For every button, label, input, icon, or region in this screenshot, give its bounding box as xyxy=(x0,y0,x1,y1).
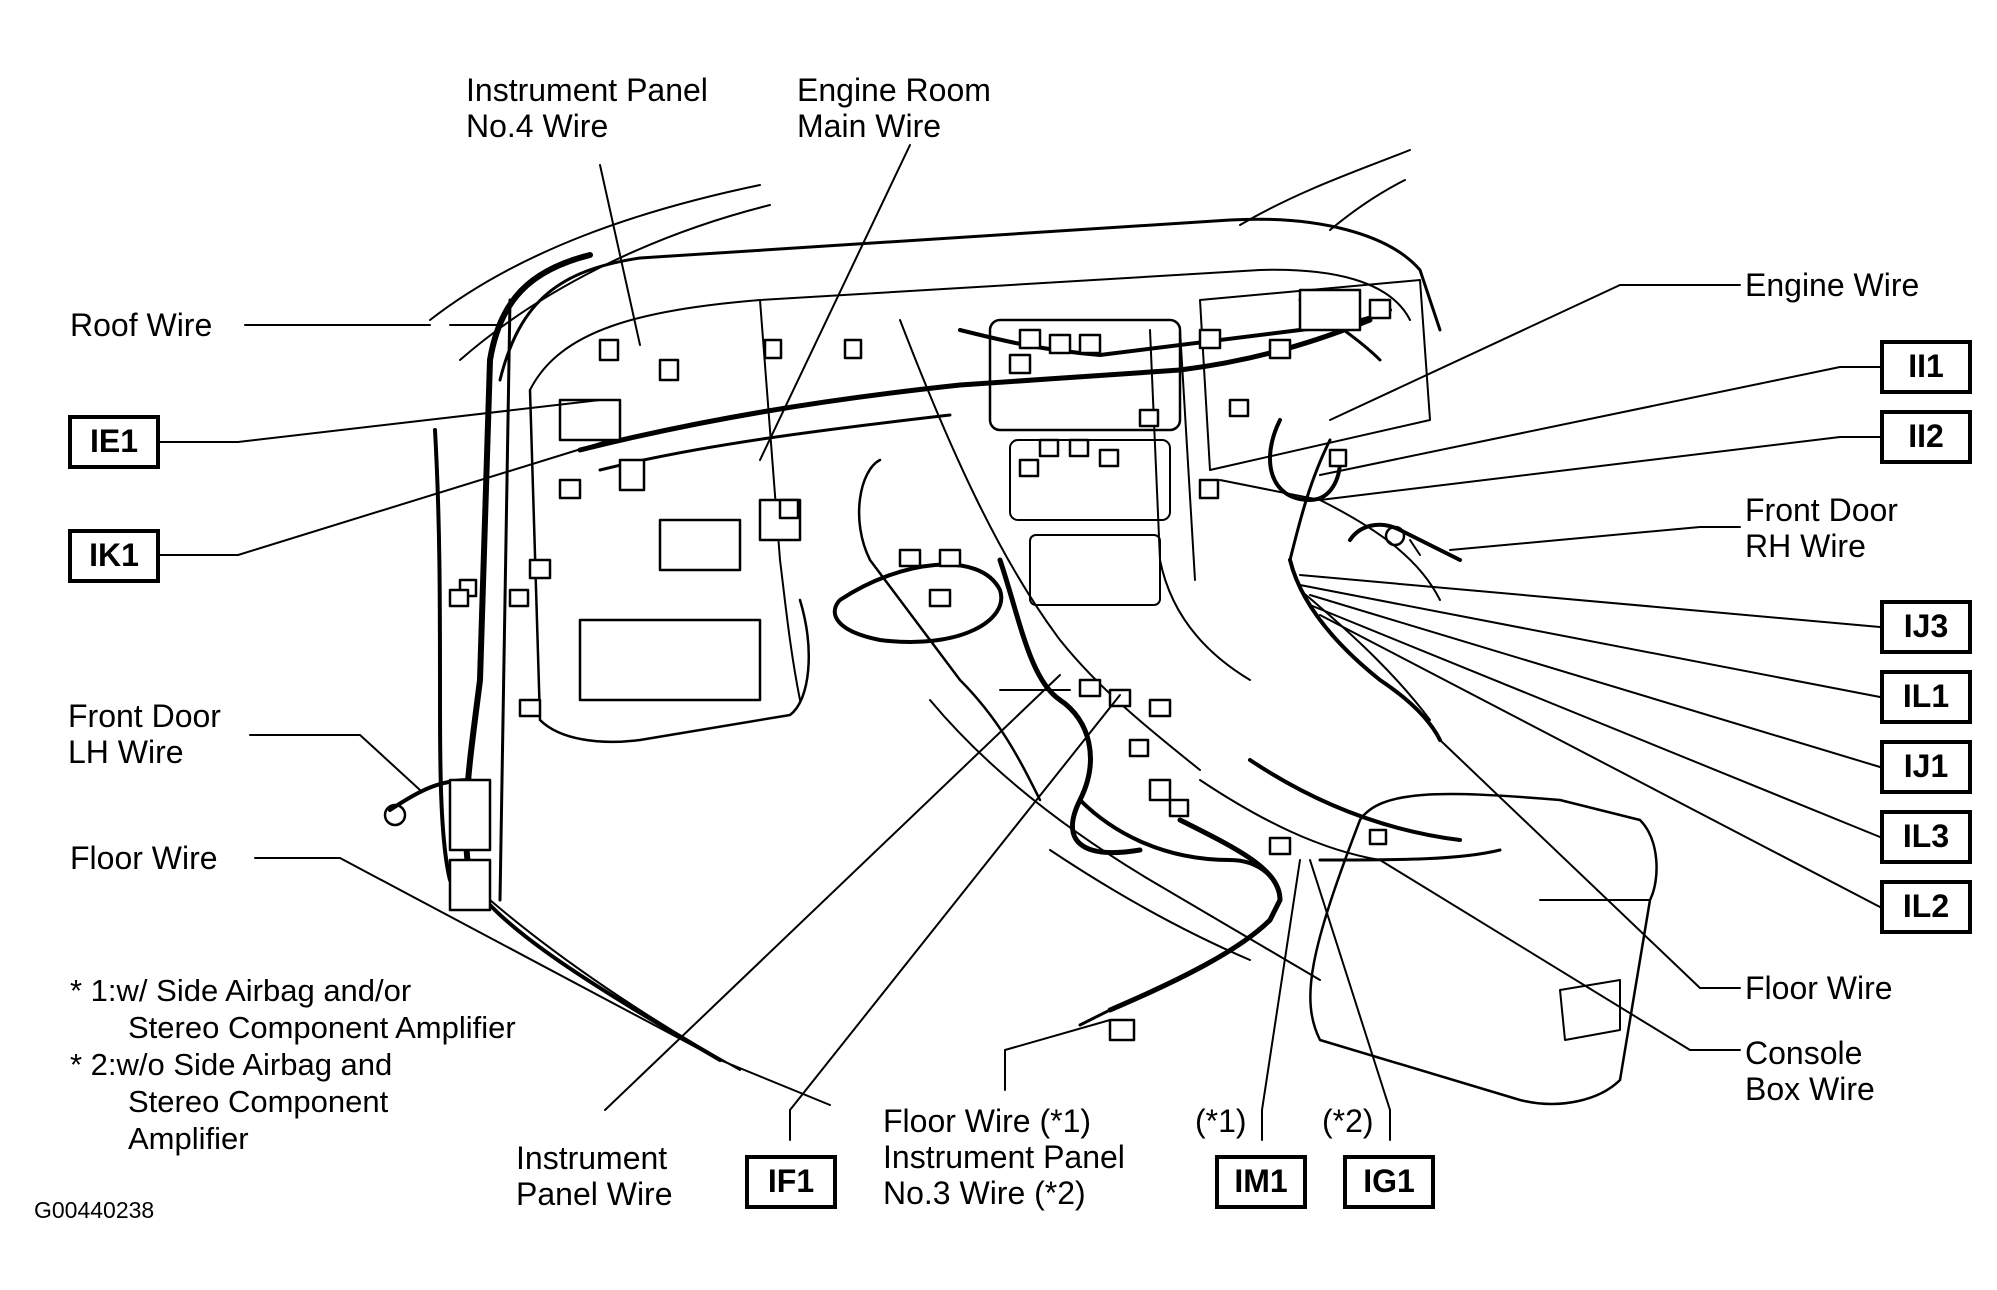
dashboard-outline xyxy=(498,217,1442,382)
footnote-2-line-3: Amplifier xyxy=(128,1121,249,1156)
connector-im1: IM1 xyxy=(1215,1155,1307,1209)
connector-ig1: IG1 xyxy=(1343,1155,1435,1209)
floor-wire-right-label: Floor Wire xyxy=(1745,970,1893,1006)
engine-wire-label: Engine Wire xyxy=(1745,267,1920,303)
connector-blocks xyxy=(448,288,1392,1042)
connector-il2: IL2 xyxy=(1880,880,1972,934)
roof-wire-label: Roof Wire xyxy=(70,307,213,343)
instrument-panel-no4-wire-label: Instrument Panel No.4 Wire xyxy=(466,72,708,144)
connector-il1: IL1 xyxy=(1880,670,1972,724)
connector-ie1: IE1 xyxy=(68,415,160,469)
connector-ii1: II1 xyxy=(1880,340,1972,394)
windshield-line xyxy=(429,184,761,321)
engine-room-main-wire-label: Engine Room Main Wire xyxy=(797,72,991,144)
connector-ij3: IJ3 xyxy=(1880,600,1972,654)
connector-ij1: IJ1 xyxy=(1880,740,1972,794)
connector-ii2: II2 xyxy=(1880,410,1972,464)
main-dash-harness xyxy=(577,317,1373,453)
console-box-outline xyxy=(1309,792,1658,1106)
figure-id: G00440238 xyxy=(34,1197,155,1223)
note-marker-2: (*2) xyxy=(1322,1103,1374,1139)
instrument-panel-wire-label: Instrument Panel Wire xyxy=(516,1140,673,1212)
front-door-rh-wire-label: Front Door RH Wire xyxy=(1745,492,1898,564)
footnote-2-line-1: * 2:w/o Side Airbag and xyxy=(70,1047,393,1082)
footnote-1-line-1: * 1:w/ Side Airbag and/or xyxy=(70,973,412,1008)
note-marker-1: (*1) xyxy=(1195,1103,1247,1139)
connector-ik1: IK1 xyxy=(68,529,160,583)
leader-lines xyxy=(159,144,1881,1141)
footnote-2-line-2: Stereo Component xyxy=(128,1084,389,1119)
front-door-lh-wire-label: Front Door LH Wire xyxy=(68,698,221,770)
floor-wire-ip3-label: Floor Wire (*1) Instrument Panel No.3 Wi… xyxy=(883,1103,1125,1211)
connector-il3: IL3 xyxy=(1880,810,1972,864)
connector-if1: IF1 xyxy=(745,1155,837,1209)
floor-wire-left-label: Floor Wire xyxy=(70,840,218,876)
floor-wire-front xyxy=(1107,817,1283,1013)
console-box-wire-label: Console Box Wire xyxy=(1745,1035,1875,1107)
footnote-1-line-2: Stereo Component Amplifier xyxy=(128,1010,516,1045)
